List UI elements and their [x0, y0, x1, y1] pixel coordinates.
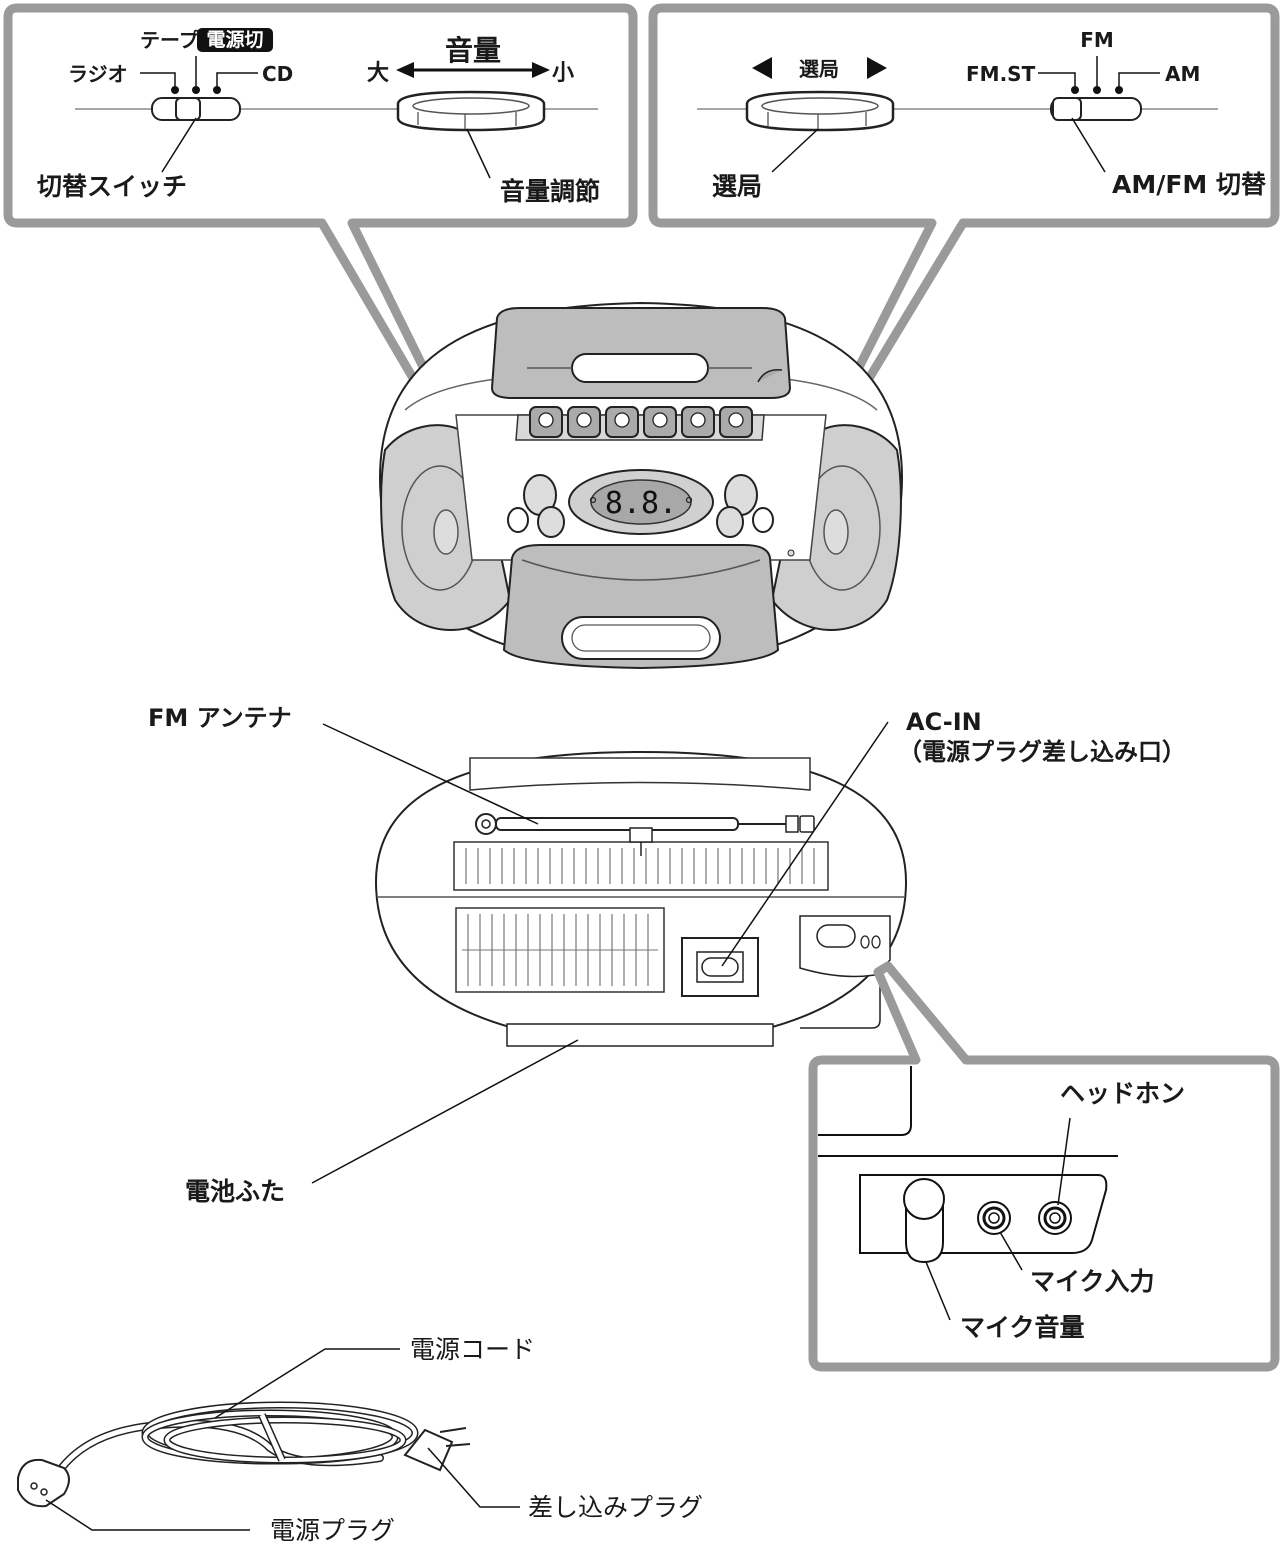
display-digits: 8.8. [605, 486, 677, 521]
ac-in-socket [681, 937, 759, 997]
band-fmst-label: FM.ST [966, 62, 1036, 86]
fm-antenna [475, 813, 815, 856]
headphone-label: ヘッドホン [1060, 1079, 1185, 1108]
fm-antenna-label: FM アンテナ [148, 704, 292, 732]
upper-grille [465, 848, 815, 884]
switch-label: 切替スイッチ [37, 172, 187, 201]
power-cord [17, 1401, 471, 1508]
volume-dial [396, 90, 546, 132]
mic-input-label: マイク入力 [1030, 1267, 1155, 1296]
volume-left-arrow [396, 62, 414, 78]
power-cord-label: 電源コード [410, 1335, 535, 1364]
battery-cover-label: 電池ふた [185, 1177, 285, 1206]
volume-label: 音量調節 [500, 177, 600, 206]
mic-volume-knob [903, 1178, 945, 1264]
ac-in-label: AC-IN [906, 708, 982, 736]
ac-in-note: （電源プラグ差し込み口） [898, 738, 1186, 766]
battery-cover [506, 1023, 774, 1047]
band-fm-label: FM [1080, 28, 1114, 52]
lower-grille [462, 914, 658, 986]
tuning-dial [745, 90, 895, 132]
volume-right-arrow [532, 62, 550, 78]
callout-bottom-right: ヘッドホン マイク入力 マイク音量 [808, 961, 1280, 1372]
boombox-rear [374, 750, 908, 1047]
tuning-label: 選局 [712, 172, 762, 201]
power-off-badge: 電源切 [206, 28, 263, 51]
volume-title: 音量 [445, 34, 501, 67]
volume-min-label: 小 [552, 61, 574, 86]
callout-top-left: テープ 電源切 ラジオ CD 切替スイッチ 音量 大 小 音量調節 [3, 3, 638, 395]
tuning-right-arrow [867, 57, 887, 79]
wall-plug-label: 差し込みプラグ [528, 1493, 703, 1522]
mic-volume-label: マイク音量 [960, 1313, 1085, 1342]
tuning-left-arrow [752, 57, 772, 79]
band-switch-label: AM/FM 切替 [1112, 170, 1266, 199]
band-am-label: AM [1165, 62, 1200, 86]
boombox-front: 8.8. [378, 301, 904, 670]
mode-cd-label: CD [262, 62, 293, 86]
mode-radio-label: ラジオ [68, 62, 128, 86]
tuning-title: 選局 [799, 57, 839, 81]
callout-top-right: 選局 選局 FM FM.ST AM AM/FM 切替 [648, 3, 1280, 395]
power-plug-label: 電源プラグ [270, 1516, 395, 1545]
volume-max-label: 大 [367, 61, 389, 86]
mode-tape-label: テープ [140, 28, 200, 52]
tape-keys [515, 406, 765, 441]
